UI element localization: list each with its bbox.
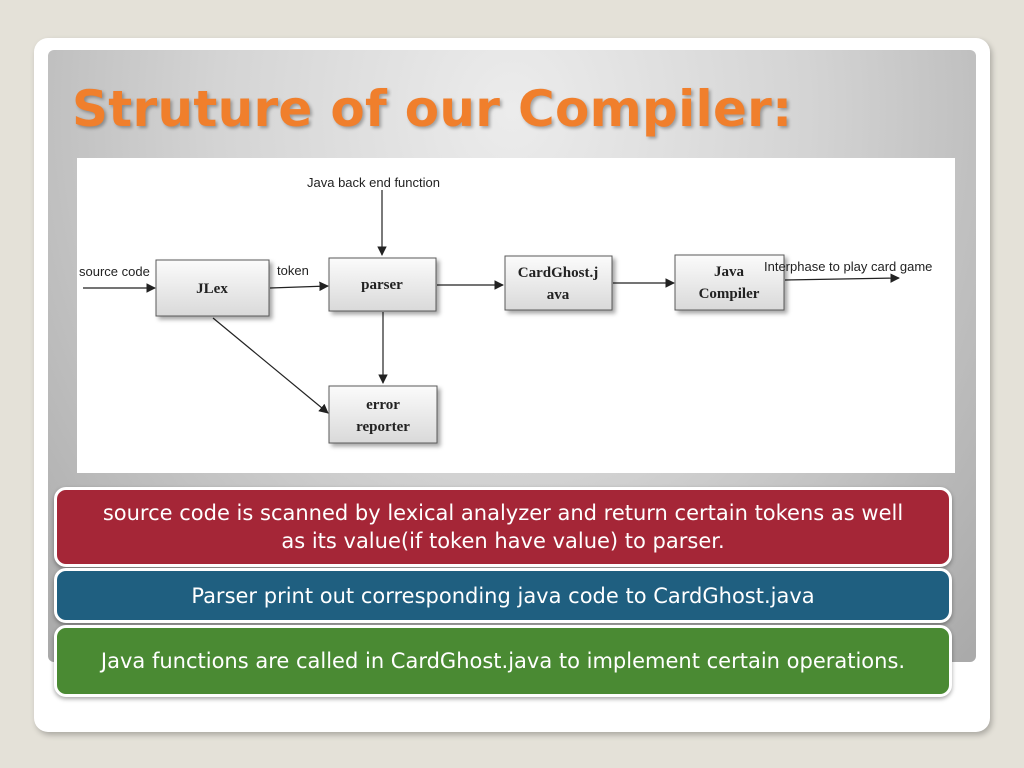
node-error-reporter-label-1: error xyxy=(366,397,400,413)
label-java-back-end-function: Java back end function xyxy=(307,175,440,190)
diagram-svg: JLex parser CardGhost.j ava Java Compile… xyxy=(79,175,932,444)
node-jlex: JLex xyxy=(155,259,270,317)
description-parser-text: Parser print out corresponding java code… xyxy=(191,583,815,608)
node-error-reporter-label-2: reporter xyxy=(356,419,410,435)
node-cardghost-label-1: CardGhost.j xyxy=(518,265,598,281)
description-band-parser: Parser print out corresponding java code… xyxy=(54,568,952,623)
label-interphase: Interphase to play card game xyxy=(764,259,932,274)
node-cardghost: CardGhost.j ava xyxy=(504,255,613,311)
label-token: token xyxy=(277,263,309,278)
node-error-reporter: error reporter xyxy=(328,385,438,444)
node-java-compiler-label-2: Compiler xyxy=(699,286,760,302)
slide-title: Struture of our Compiler: xyxy=(72,80,793,138)
label-source-code: source code xyxy=(79,264,150,279)
description-band-java-functions: Java functions are called in CardGhost.j… xyxy=(54,625,952,697)
description-lexical-text: source code is scanned by lexical analyz… xyxy=(102,501,904,553)
node-cardghost-label-2: ava xyxy=(547,287,570,303)
node-java-compiler: Java Compiler xyxy=(674,254,785,311)
node-java-compiler-label-1: Java xyxy=(714,264,745,280)
edge-jlex-to-error xyxy=(212,317,329,414)
node-parser: parser xyxy=(328,257,437,312)
edge-jlex-to-parser xyxy=(269,281,329,292)
node-parser-label: parser xyxy=(361,277,403,293)
edge-compiler-to-game xyxy=(784,273,900,283)
compiler-structure-diagram: JLex parser CardGhost.j ava Java Compile… xyxy=(77,158,955,473)
description-java-functions-text: Java functions are called in CardGhost.j… xyxy=(100,649,906,673)
description-band-lexical: source code is scanned by lexical analyz… xyxy=(54,487,952,567)
node-jlex-label: JLex xyxy=(196,281,228,297)
